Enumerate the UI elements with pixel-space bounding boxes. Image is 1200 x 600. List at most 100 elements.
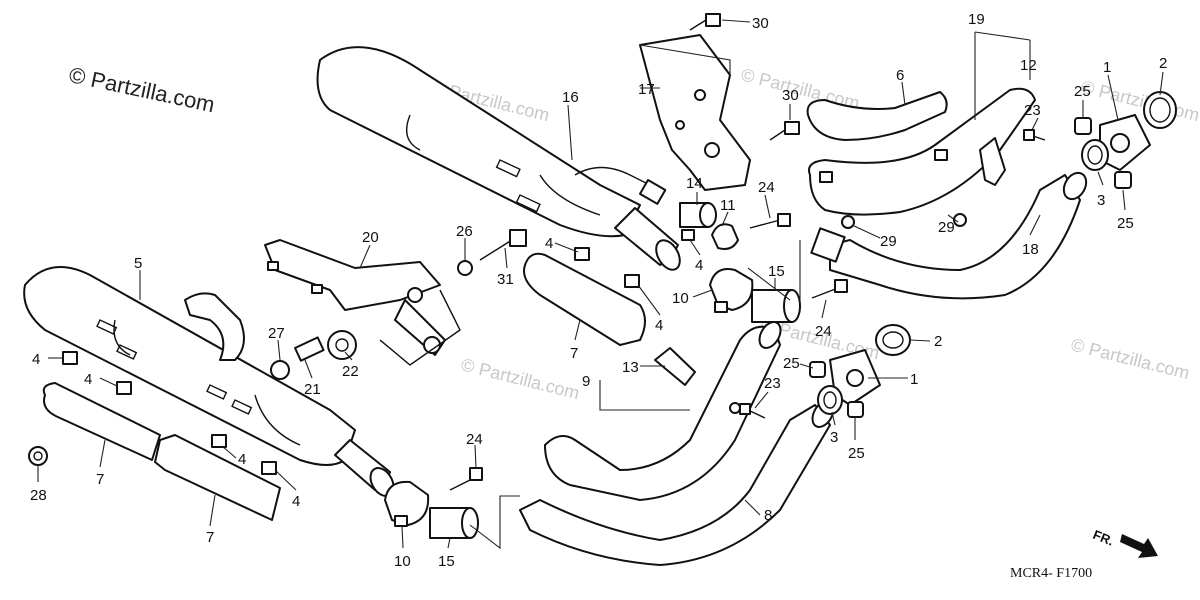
callout-12: 12: [1020, 57, 1037, 74]
bolt-30-top: [689, 13, 721, 31]
clip-4-mid-b: [624, 274, 640, 288]
callout-24: 24: [466, 431, 483, 448]
callout-24: 24: [815, 323, 832, 340]
callout-7: 7: [206, 529, 214, 546]
callout-2: 2: [1159, 55, 1167, 72]
callout-3: 3: [830, 429, 838, 446]
nut-27: [270, 360, 290, 380]
callout-7: 7: [570, 345, 578, 362]
exhaust-pipe-18: [810, 171, 1088, 300]
callout-25: 25: [1117, 215, 1134, 232]
bolt-23-top: [1023, 129, 1046, 141]
clip-4-left-b: [116, 381, 132, 395]
arrow-icon: [1120, 534, 1158, 558]
clamp-10-lower: [384, 480, 430, 527]
diagram-reference-code: MCR4- F1700: [1010, 566, 1093, 581]
callout-6: 6: [896, 67, 904, 84]
bolt-24-mid: [811, 279, 848, 299]
callout-19: 19: [968, 11, 985, 28]
gasket-3-top: [1081, 139, 1109, 171]
callout-11: 11: [720, 197, 736, 214]
clip-4-left-d: [261, 461, 277, 475]
callout-29: 29: [938, 219, 955, 236]
callout-15: 15: [768, 263, 785, 280]
callout-21: 21: [304, 381, 321, 398]
clip-4-left-c: [211, 434, 227, 448]
callout-27: 27: [268, 325, 285, 342]
nut-25-top-a: [1074, 117, 1092, 135]
callout-20: 20: [362, 229, 379, 246]
nut-25-lower-b: [847, 401, 864, 418]
leader-lines: [37, 19, 1164, 550]
clip-4-left-a: [62, 351, 78, 365]
callout-1: 1: [910, 371, 918, 388]
gasket-3-lower: [817, 385, 843, 415]
rear-muffler: [316, 46, 681, 271]
bracket-20: [264, 239, 461, 366]
callout-10: 10: [672, 290, 689, 307]
heat-shield-12: [808, 87, 1036, 216]
joint-15-mid: [751, 289, 801, 323]
heat-shield-7-upper-left: [42, 382, 161, 461]
callout-31: 31: [497, 271, 514, 288]
nut-29-a: [953, 213, 967, 227]
callout-25: 25: [848, 445, 865, 462]
callout-10: 10: [394, 553, 411, 570]
watermark: © Partzilla.com: [459, 354, 582, 403]
front-arrow-label: FR.: [1092, 527, 1116, 549]
callout-8: 8: [764, 507, 772, 524]
joint-14: [679, 202, 717, 228]
callout-23: 23: [1024, 102, 1041, 119]
clamp-13: [654, 347, 696, 386]
callout-30: 30: [752, 15, 769, 32]
callout-14: 14: [686, 175, 703, 192]
callout-13: 13: [622, 359, 639, 376]
callout-22: 22: [342, 363, 359, 380]
callout-4: 4: [84, 371, 92, 388]
clip-4-mid-c: [681, 229, 695, 241]
callout-7: 7: [96, 471, 104, 488]
callout-26: 26: [456, 223, 473, 240]
watermark: © Partzilla.com: [1079, 76, 1200, 125]
callout-5: 5: [134, 255, 142, 272]
callout-4: 4: [32, 351, 40, 368]
callout-4: 4: [655, 317, 663, 334]
callout-28: 28: [30, 487, 47, 504]
nut-25-lower-a: [809, 361, 826, 378]
clamp-11: [711, 223, 739, 250]
bolt-24-lower: [449, 467, 483, 491]
bracket-17: [639, 34, 751, 191]
joint-15-lower: [429, 507, 479, 539]
clamp-10-mid: [709, 268, 754, 313]
ring-2-top: [1143, 91, 1177, 129]
nut-29-b: [841, 215, 855, 229]
watermark: © Partzilla.com: [1069, 334, 1192, 383]
callout-9: 9: [582, 373, 590, 390]
callout-3: 3: [1097, 192, 1105, 209]
callout-4: 4: [238, 451, 246, 468]
bolt-31: [479, 229, 527, 261]
exhaust-pipe-9: [544, 321, 782, 501]
bolt-23-lower: [739, 403, 766, 419]
nut-25-top-b: [1114, 171, 1132, 189]
collar-21: [294, 336, 325, 362]
heat-shield-7-lower-left: [154, 434, 281, 521]
flange-1-lower: [829, 349, 881, 406]
callout-4: 4: [292, 493, 300, 510]
callout-4: 4: [545, 235, 553, 252]
front-direction-arrow-icon: FR.: [1092, 527, 1158, 558]
part-number-labels: 30 19 12 2 1 25 23 6 17 30 16 14 24 11 2…: [30, 11, 1167, 570]
washer-26: [457, 260, 473, 276]
clip-4-mid-a: [574, 247, 590, 261]
callout-15: 15: [438, 553, 455, 570]
bolt-24-upper: [749, 213, 791, 229]
callout-25: 25: [1074, 83, 1091, 100]
callout-4: 4: [695, 257, 703, 274]
callout-29: 29: [880, 233, 897, 250]
rubber-22: [327, 330, 357, 360]
front-muffler: [23, 266, 395, 497]
ring-2-lower: [875, 324, 911, 356]
heat-shield-7-mid: [523, 252, 646, 346]
